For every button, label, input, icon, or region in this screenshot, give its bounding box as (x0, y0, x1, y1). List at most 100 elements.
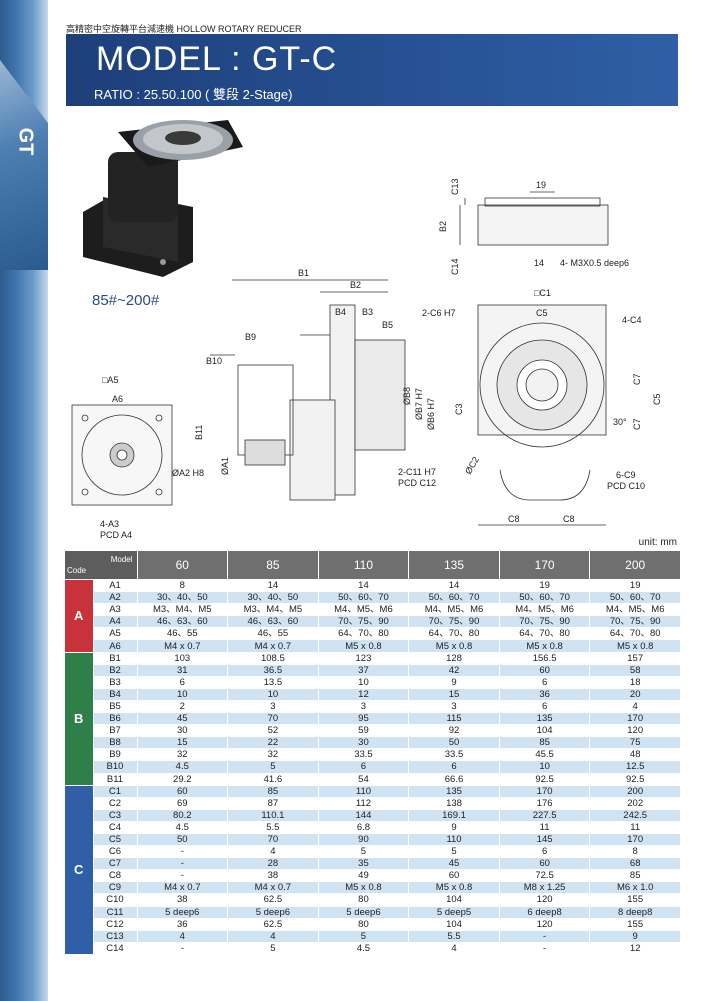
value-cell: 48 (589, 748, 681, 762)
label-b7: ØB7 H7 (414, 388, 424, 420)
value-cell: M4 x 0.7 (227, 881, 319, 895)
value-cell: 64、70、80 (408, 627, 500, 641)
code-cell: A2 (93, 591, 138, 605)
side-tab-label: GT (14, 127, 37, 156)
value-cell: M4、M5、M6 (408, 603, 500, 617)
value-cell: M3、M4、M5 (227, 603, 319, 617)
label-c4: 4-C4 (622, 315, 642, 325)
code-cell: C2 (93, 797, 138, 810)
output-front-view (477, 304, 607, 526)
code-cell: C13 (93, 930, 138, 943)
model-header: 85 (227, 551, 319, 580)
value-cell: 169.1 (408, 809, 500, 822)
value-cell: M5 x 0.8 (589, 639, 681, 653)
value-cell: 103 (137, 652, 229, 665)
value-cell: 3 (227, 700, 319, 714)
value-cell: 64、70、80 (589, 627, 681, 641)
label-b6: ØB6 H7 (426, 398, 436, 430)
code-cell: B7 (93, 724, 138, 738)
label-b11: B11 (194, 425, 204, 440)
value-cell: 31 (137, 664, 229, 677)
value-cell: 60 (137, 785, 229, 798)
value-cell: 29.2 (137, 773, 229, 786)
value-cell: 32 (227, 748, 319, 762)
value-cell: 12 (318, 688, 410, 701)
value-cell: 10 (137, 688, 229, 701)
value-cell: 5 (227, 942, 319, 955)
value-cell: 6 deep8 (499, 906, 591, 919)
value-cell: 4 (227, 845, 319, 859)
value-cell: 49 (318, 869, 410, 883)
value-cell: 45 (137, 712, 229, 726)
label-b5: B5 (382, 320, 393, 330)
value-cell: - (137, 857, 229, 871)
value-cell: 12 (589, 942, 681, 955)
value-cell: 30 (137, 724, 229, 738)
value-cell: M5 x 0.8 (408, 639, 500, 653)
value-cell: 144 (318, 809, 410, 822)
corner-code-label: Code (67, 566, 87, 575)
page-title: MODEL : GT-C (96, 40, 338, 78)
value-cell: 92 (408, 724, 500, 738)
value-cell: 70 (227, 833, 319, 847)
value-cell: 156.5 (499, 652, 591, 665)
output-flange-view (459, 191, 609, 246)
model-header: 200 (589, 551, 681, 580)
value-cell: - (137, 845, 229, 859)
value-cell: 14 (318, 579, 410, 593)
label-14: 14 (534, 258, 544, 268)
value-cell: 120 (499, 893, 591, 907)
label-30deg: 30° (613, 417, 627, 427)
value-cell: - (499, 942, 591, 955)
value-cell: 4 (227, 930, 319, 943)
value-cell: 60 (499, 857, 591, 871)
value-cell: M5 x 0.8 (318, 881, 410, 895)
value-cell: 50、60、70 (408, 591, 500, 605)
value-cell: 58 (589, 664, 681, 677)
value-cell: 80 (318, 918, 410, 931)
model-header: 110 (318, 551, 410, 580)
label-b2-top: B2 (438, 221, 448, 232)
value-cell: - (137, 942, 229, 955)
value-cell: 50 (137, 833, 229, 847)
side-tab: GT (0, 0, 48, 1001)
title-banner: MODEL : GT-C RATIO : 25.50.100 ( 雙段 2-St… (66, 34, 678, 106)
label-c2: ØC2 (463, 455, 481, 476)
label-a2: ØA2 H8 (172, 468, 204, 478)
code-cell: B6 (93, 712, 138, 726)
value-cell: - (499, 930, 591, 943)
value-cell: 5 deep6 (318, 906, 410, 919)
value-cell: 5 (227, 760, 319, 774)
value-cell: 8 deep8 (589, 906, 681, 919)
value-cell: 69 (137, 797, 229, 810)
value-cell: 87 (227, 797, 319, 810)
label-b8: ØB8 (402, 387, 412, 405)
value-cell: 37 (318, 664, 410, 677)
value-cell: 112 (318, 797, 410, 810)
value-cell: 170 (589, 833, 681, 847)
input-flange-view (71, 404, 173, 506)
code-cell: B2 (93, 664, 138, 677)
label-a5: □A5 (102, 375, 118, 385)
value-cell: 120 (499, 918, 591, 931)
label-b1: B1 (298, 268, 309, 278)
value-cell: 2 (137, 700, 229, 714)
value-cell: 15 (408, 688, 500, 701)
value-cell: 36 (137, 918, 229, 931)
value-cell: 35 (318, 857, 410, 871)
value-cell: M5 x 0.8 (499, 639, 591, 653)
